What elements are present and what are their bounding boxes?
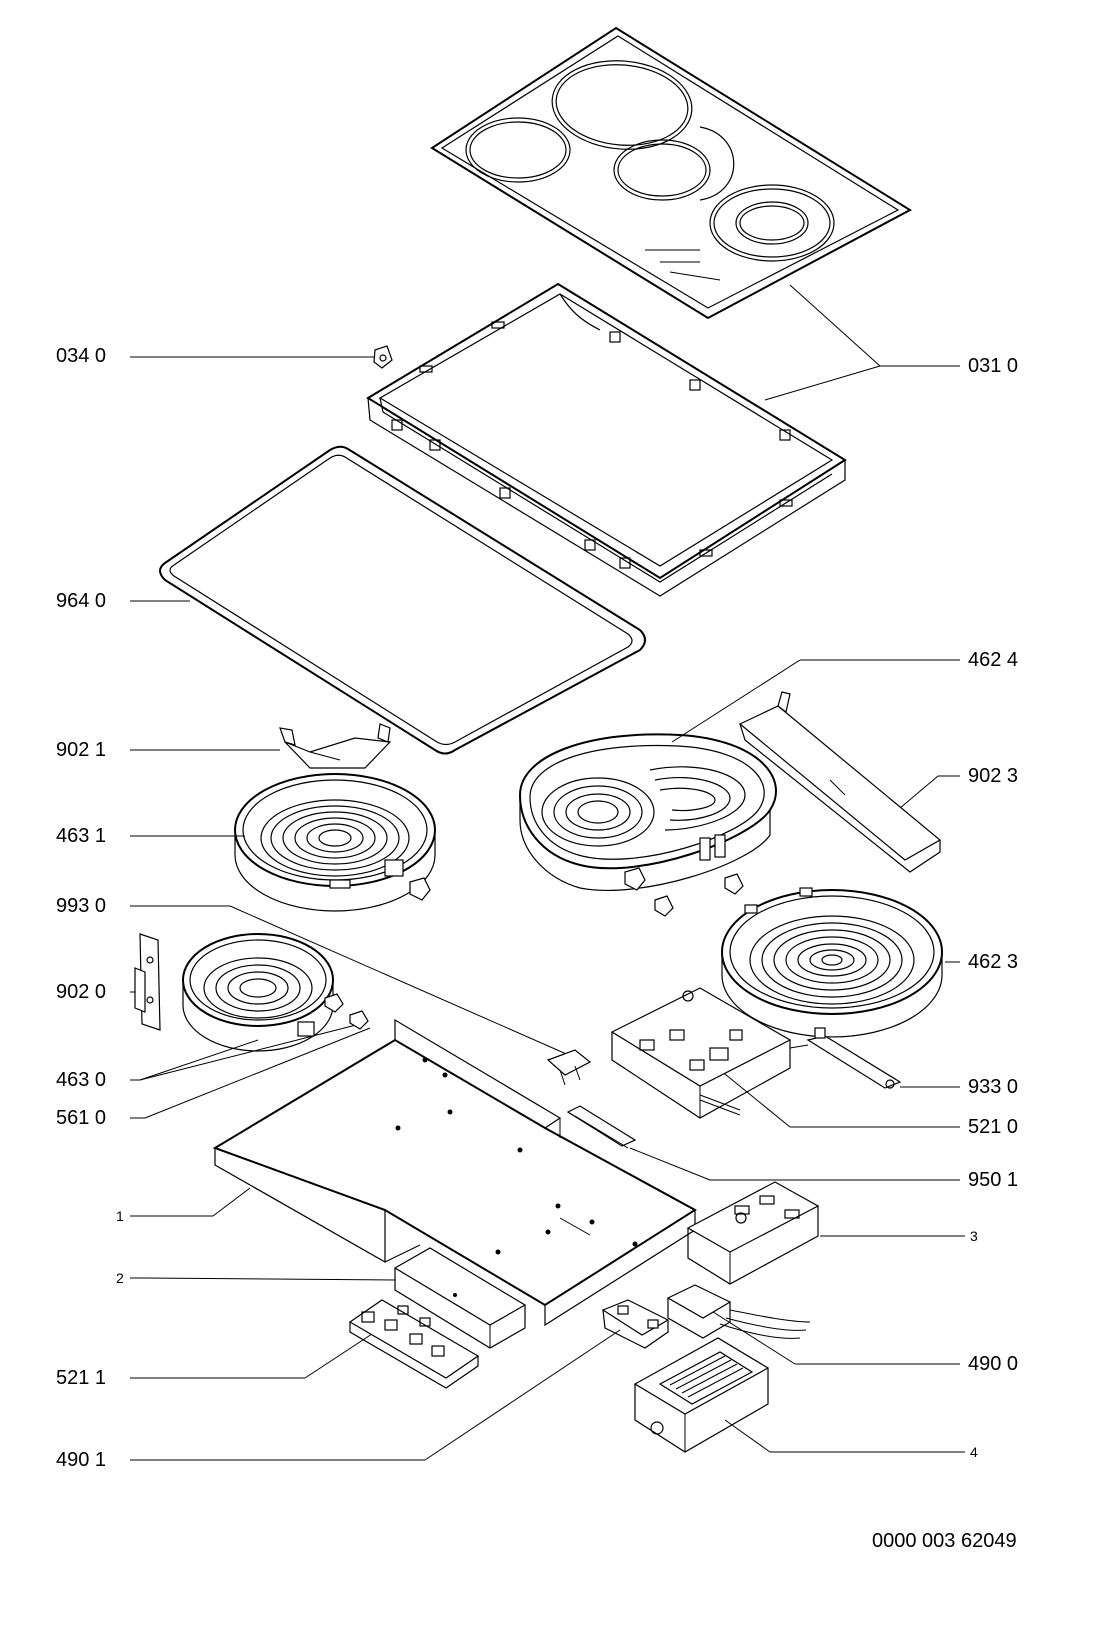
bracket-902-1 bbox=[279, 723, 392, 769]
long-bracket-902-3 bbox=[738, 691, 942, 873]
strip-950-1 bbox=[566, 1105, 637, 1149]
label-902-1: 902 1 bbox=[56, 739, 107, 761]
label-034-0: 034 0 bbox=[56, 345, 107, 367]
terminal-block-490-0 bbox=[666, 1284, 811, 1339]
base-tray-holes bbox=[395, 1057, 638, 1255]
bottom-cover-4 bbox=[633, 1337, 770, 1453]
label-2: 2 bbox=[116, 1270, 124, 1286]
radiant-heater-463-0 bbox=[182, 933, 369, 1052]
document-number: 0000 003 62049 bbox=[872, 1530, 1017, 1552]
ceramic-glass-top bbox=[430, 26, 913, 320]
clip-part bbox=[373, 345, 393, 369]
heater-coil-463-0 bbox=[203, 957, 313, 1019]
label-490-1: 490 1 bbox=[56, 1449, 107, 1471]
base-tray-1 bbox=[212, 1018, 697, 1327]
label-490-0: 490 0 bbox=[968, 1353, 1019, 1375]
clip-993-0 bbox=[546, 1049, 592, 1086]
heater-coil-462-3 bbox=[749, 915, 915, 1005]
label-993-0: 993 0 bbox=[56, 895, 107, 917]
small-tray-2 bbox=[393, 1247, 527, 1349]
heater-coil-463-1 bbox=[260, 799, 410, 877]
hob-frame bbox=[366, 282, 847, 597]
label-031-0: 031 0 bbox=[968, 355, 1019, 377]
label-4: 4 bbox=[970, 1444, 978, 1460]
label-950-1: 950 1 bbox=[968, 1169, 1019, 1191]
cover-vent-slots bbox=[669, 1355, 744, 1398]
leader-lines bbox=[130, 284, 965, 1461]
label-964-0: 964 0 bbox=[56, 590, 107, 612]
bracket-902-0 bbox=[134, 933, 161, 1031]
label-462-3: 462 3 bbox=[968, 951, 1019, 973]
label-3: 3 bbox=[970, 1228, 978, 1244]
label-902-0: 902 0 bbox=[56, 981, 107, 1003]
heater-coil-462-4 bbox=[541, 766, 746, 847]
sensor-933-0 bbox=[789, 1027, 902, 1089]
label-902-3: 902 3 bbox=[968, 765, 1019, 787]
filter-box-3 bbox=[686, 1181, 820, 1285]
label-463-0: 463 0 bbox=[56, 1069, 107, 1091]
control-box-521-0 bbox=[610, 987, 792, 1119]
label-1: 1 bbox=[116, 1208, 124, 1224]
control-board-521-1 bbox=[348, 1299, 480, 1389]
dual-zone-heater-462-4 bbox=[518, 733, 777, 917]
label-521-1: 521 1 bbox=[56, 1367, 107, 1389]
label-462-4: 462 4 bbox=[968, 649, 1019, 671]
radiant-heater-463-1 bbox=[234, 773, 436, 912]
label-933-0: 933 0 bbox=[968, 1076, 1019, 1098]
label-521-0: 521 0 bbox=[968, 1116, 1019, 1138]
label-463-1: 463 1 bbox=[56, 825, 107, 847]
clamp-490-1 bbox=[601, 1299, 670, 1349]
gasket bbox=[159, 445, 646, 755]
label-561-0: 561 0 bbox=[56, 1107, 107, 1129]
radiant-heater-462-3 bbox=[721, 887, 943, 1038]
